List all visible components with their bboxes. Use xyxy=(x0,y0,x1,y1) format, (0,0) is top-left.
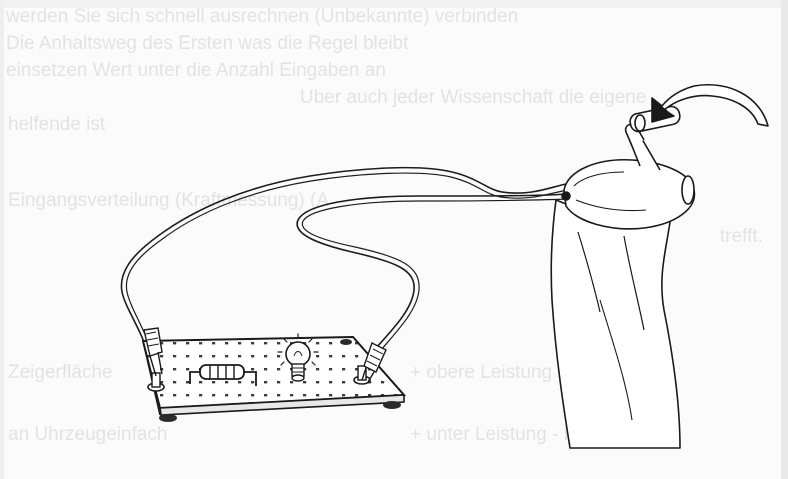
board-foot xyxy=(159,414,177,422)
cable-right xyxy=(297,194,568,350)
dynamo-generator xyxy=(562,160,694,229)
board-foot xyxy=(340,339,352,345)
board-foot xyxy=(383,401,401,409)
hand xyxy=(551,200,680,448)
